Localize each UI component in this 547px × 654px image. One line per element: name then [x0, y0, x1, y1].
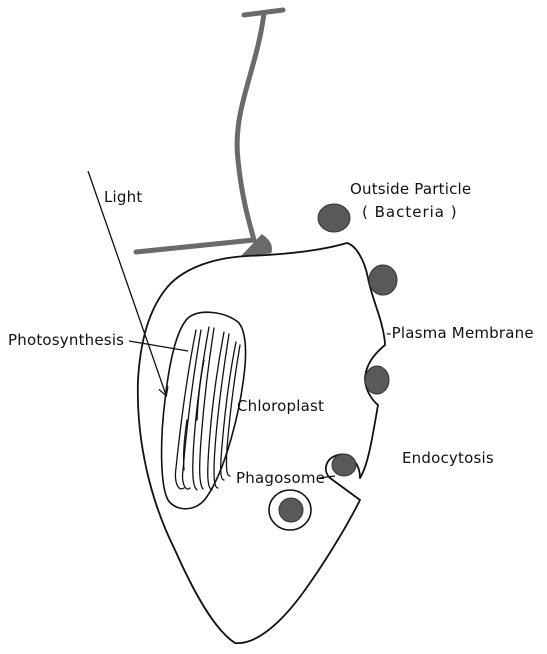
light-label: Light: [104, 188, 142, 206]
phagosome-label: Phagosome: [236, 469, 325, 487]
bacteria-label: ( Bacteria ): [362, 203, 458, 221]
bacteria-particle: [318, 204, 350, 232]
plasma-membrane-label: -Plasma Membrane: [386, 324, 534, 342]
endocytosis-label: Endocytosis: [402, 449, 494, 467]
phagosome-particle: [279, 498, 303, 522]
flagellum: [136, 10, 283, 252]
chloroplast-thylakoids: [175, 327, 240, 490]
outside-particle-label: Outside Particle: [350, 180, 471, 198]
bacteria-particle: [365, 366, 389, 394]
photosynthesis-leader: [129, 341, 188, 351]
chloroplast-label: Chloroplast: [237, 397, 324, 415]
cell-membrane: [138, 243, 385, 643]
endocytosis-particle: [332, 454, 356, 476]
bacteria-particle: [369, 265, 397, 295]
photosynthesis-label: Photosynthesis: [8, 331, 124, 349]
